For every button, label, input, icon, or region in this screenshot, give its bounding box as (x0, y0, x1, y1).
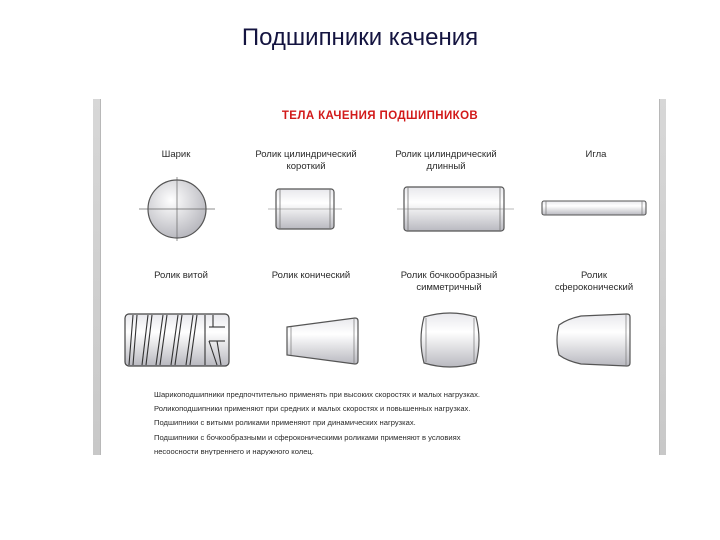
twisted-roller-shape (124, 313, 230, 367)
label-needle: Игла (585, 149, 607, 160)
sphero-conical-roller-shape (556, 313, 631, 367)
barrel-roller-shape (420, 312, 480, 368)
label-ball: Шарик (161, 149, 191, 160)
note-line: несоосности внутреннего и наружного коле… (154, 446, 314, 455)
needle-shape (541, 200, 647, 216)
note-line: Подшипники с витыми роликами применяют п… (154, 418, 416, 428)
note-line: Шарикоподшипники предпочтительно применя… (154, 390, 480, 399)
long-cylinder-shape (397, 186, 514, 232)
slide-title: Подшипники качения (241, 24, 479, 51)
notes-block: Шарикоподшипники предпочтительно применя… (154, 388, 644, 455)
ball-shape (139, 177, 215, 241)
conical-roller-shape (286, 317, 359, 365)
poster-image: ТЕЛА КАЧЕНИЯ ПОДШИПНИКОВ Шарик Ролик цил… (93, 99, 666, 455)
note-line: Роликоподшипники применяют при средних и… (154, 404, 471, 414)
label-conical: Ролик конический (271, 270, 351, 281)
short-cylinder-shape (268, 188, 342, 230)
poster-title: ТЕЛА КАЧЕНИЯ ПОДШИПНИКОВ (281, 110, 479, 122)
note-line: Подшипники с бочкообразными и сфероконич… (154, 432, 461, 442)
label-twisted: Ролик витой (154, 270, 208, 281)
poster-panel: ТЕЛА КАЧЕНИЯ ПОДШИПНИКОВ Шарик Ролик цил… (100, 99, 660, 455)
